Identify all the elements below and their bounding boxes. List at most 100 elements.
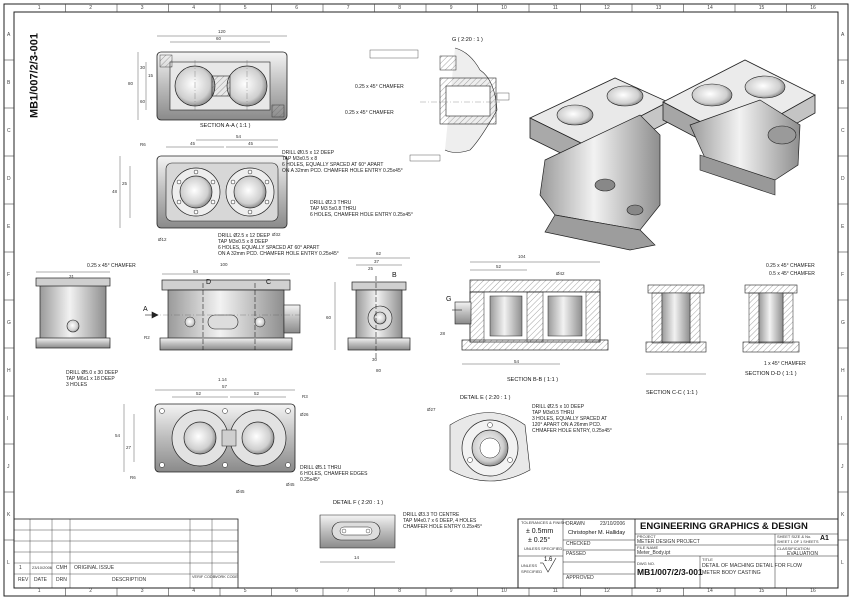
classification-label: CLASSIFICATION (777, 546, 810, 551)
rev-row-desc: ORIGINAL ISSUE (74, 565, 115, 571)
project: METER DESIGN PROJECT (637, 539, 700, 545)
view-section-aa (137, 35, 288, 121)
zone-ticks (4, 4, 848, 596)
zone-number-top: 8 (398, 5, 402, 11)
zone-letter-right: B (841, 80, 845, 86)
surface-finish: 1.6 (544, 557, 553, 563)
view-section-cc (645, 284, 707, 375)
dim: R3 (302, 394, 308, 399)
zone-letter-right: J (841, 464, 844, 470)
zone-number-bottom: 11 (552, 588, 558, 594)
zone-number-top: 1 (37, 5, 41, 11)
dwg-label: DWG NO. (637, 561, 655, 566)
zone-letter-right: F (841, 272, 845, 278)
zone-letter-left: C (7, 128, 11, 134)
zone-number-top: 12 (604, 5, 610, 11)
unless: UNLESS (521, 563, 538, 568)
zone-number-bottom: 1 (37, 588, 41, 594)
view-front (152, 273, 301, 351)
zone-letter-left: K (7, 512, 11, 518)
view-end-left (35, 271, 111, 349)
dim: 100 (220, 262, 228, 267)
dim: Ø45 (286, 482, 295, 487)
label-detail-g: G ( 2:20 : 1 ) (452, 37, 483, 43)
cutting-planes (145, 276, 462, 360)
zone-letter-right: I (841, 416, 843, 422)
zone-number-top: 2 (89, 5, 93, 11)
dim: R2 (144, 335, 150, 340)
checked-label: CHECKED (566, 541, 591, 547)
dim: 52 (196, 391, 202, 396)
note-chamfer-dd3: 1 x 45° CHAMFER (764, 361, 806, 367)
zone-letter-left: F (7, 272, 11, 278)
company-name: ENGINEERING GRAPHICS & DESIGN (640, 521, 808, 532)
zone-number-top: 4 (192, 5, 196, 11)
rev-row-rev: 1 (19, 565, 22, 571)
zone-number-top: 16 (810, 5, 816, 11)
dim: 45 (248, 141, 254, 146)
rev-header-date: DATE (34, 577, 47, 583)
dim: 54 (236, 134, 242, 139)
zone-letter-left: E (7, 224, 11, 230)
note-chamfer-g2: 0.25 x 45° CHAMFER (345, 110, 394, 116)
label-section-dd: SECTION D-D ( 1:1 ) (745, 371, 797, 377)
dim: 54 (514, 359, 520, 364)
dim: R6 (140, 142, 146, 147)
zone-letter-left: H (7, 368, 11, 374)
tol-label: TOLERANCES & FINISH (521, 520, 567, 525)
label-section-bb: SECTION B-B ( 1:1 ) (507, 377, 559, 383)
sheet-of: SHEET 1 OF 1 SHEETS (777, 540, 819, 544)
zone-number-bottom: 8 (398, 588, 402, 594)
marker-a-left: A (143, 306, 148, 313)
classification: EVALUATION (787, 551, 818, 557)
view-section-bb (454, 261, 609, 365)
zone-number-bottom: 12 (604, 588, 610, 594)
zone-letter-left: D (7, 176, 11, 182)
passed-label: PASSED (566, 551, 586, 557)
zone-number-bottom: 3 (140, 588, 144, 594)
zone-number-top: 15 (758, 5, 765, 11)
dim: 62 (376, 251, 382, 256)
dim: 27 (126, 445, 132, 450)
dim: 30 (372, 357, 378, 362)
rev-header-drn: DRN (56, 577, 67, 583)
view-detail-f (319, 514, 396, 563)
zone-number-bottom: 6 (295, 588, 299, 594)
dim: 45 (190, 141, 196, 146)
rev-row-date: 23/10/2006 (32, 565, 53, 570)
sheet-size-label: SHEET SIZE & No. (777, 534, 812, 539)
zone-number-top: 3 (140, 5, 144, 11)
zone-number-bottom: 10 (501, 588, 507, 594)
zone-number-top: 11 (552, 5, 558, 11)
drawn-label: DRAWN (566, 521, 585, 527)
view-isometric-2 (662, 59, 816, 196)
dim: 1.14 (218, 377, 227, 382)
note-chamfer-top-left: 0.25 x 45° CHAMFER (87, 263, 136, 269)
zone-letter-left: B (7, 80, 11, 86)
dim: 57 (222, 384, 228, 389)
drawn-by: Christopher M. Halliday (568, 530, 626, 536)
project-label: PROJECT (637, 534, 656, 539)
side-drawing-number: MB1/007/2/3-001 (28, 33, 41, 118)
note-chamfer-dd1: 0.25 x 45° CHAMFER (766, 263, 815, 269)
zone-number-top: 5 (243, 5, 247, 11)
view-bottom (123, 389, 296, 473)
file-label: FILE NAME (637, 545, 659, 550)
dim: 104 (518, 254, 526, 259)
zone-number-top: 10 (501, 5, 507, 11)
label-section-cc: SECTION C-C ( 1:1 ) (646, 390, 698, 396)
zone-number-bottom: 9 (449, 588, 453, 594)
zone-number-bottom: 4 (192, 588, 196, 594)
zone-number-bottom: 7 (346, 588, 350, 594)
zone-letter-right: E (841, 224, 845, 230)
view-isometric-1 (529, 77, 669, 251)
marker-b: B (392, 272, 397, 279)
view-end-right (334, 257, 411, 351)
rev-header-work: WORK CODE (214, 575, 238, 579)
zone-letter-right: A (841, 32, 845, 38)
